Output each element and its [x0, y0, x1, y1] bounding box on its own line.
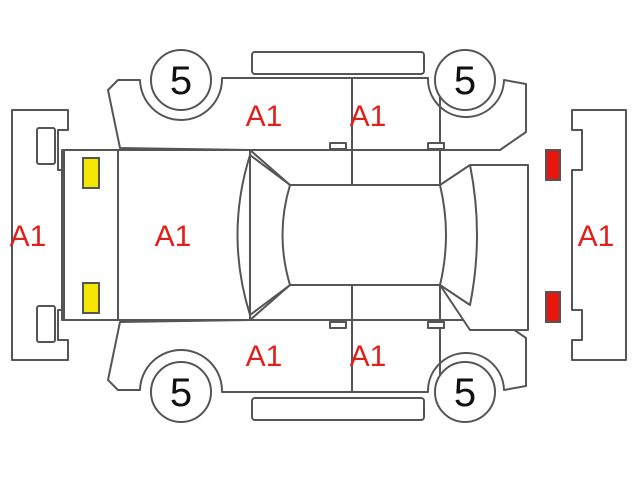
rear-window-front [439, 184, 447, 286]
right-rear-handle [427, 321, 445, 329]
right-side-panel [107, 319, 527, 393]
front-right-door-code: A1 [246, 340, 283, 373]
front-left-door-code: A1 [246, 100, 283, 133]
body-top [61, 149, 529, 331]
front-bumper-code: A1 [10, 220, 47, 253]
wheel-front-right [150, 361, 212, 423]
wheel-rear-left [434, 49, 496, 111]
left-front-handle [329, 142, 347, 150]
rear-bumper-code: A1 [578, 220, 615, 253]
rear-left-door-code: A1 [350, 100, 387, 133]
right-roof-rail [251, 397, 425, 421]
tire-rear-left-label: 5 [454, 59, 476, 103]
rear-window [439, 164, 478, 306]
tire-rear-right-label: 5 [454, 371, 476, 415]
rear-lamp-right [545, 291, 561, 323]
left-side-panel [107, 77, 527, 151]
rear-lamp-left [545, 149, 561, 181]
left-rear-handle [427, 142, 445, 150]
windshield-edge [236, 154, 251, 316]
front-lamp-left [82, 157, 100, 189]
grille [63, 149, 119, 321]
left-roof-rail [251, 51, 425, 75]
tire-front-left-label: 5 [170, 59, 192, 103]
wheel-rear-right [434, 361, 496, 423]
rear-bumper [571, 109, 627, 361]
hood-code: A1 [155, 220, 192, 253]
rear-right-door-code: A1 [350, 340, 387, 373]
windshield [249, 154, 291, 316]
front-lamp-right [82, 282, 100, 314]
right-front-handle [329, 321, 347, 329]
wheel-front-left [150, 49, 212, 111]
tire-front-right-label: 5 [170, 371, 192, 415]
